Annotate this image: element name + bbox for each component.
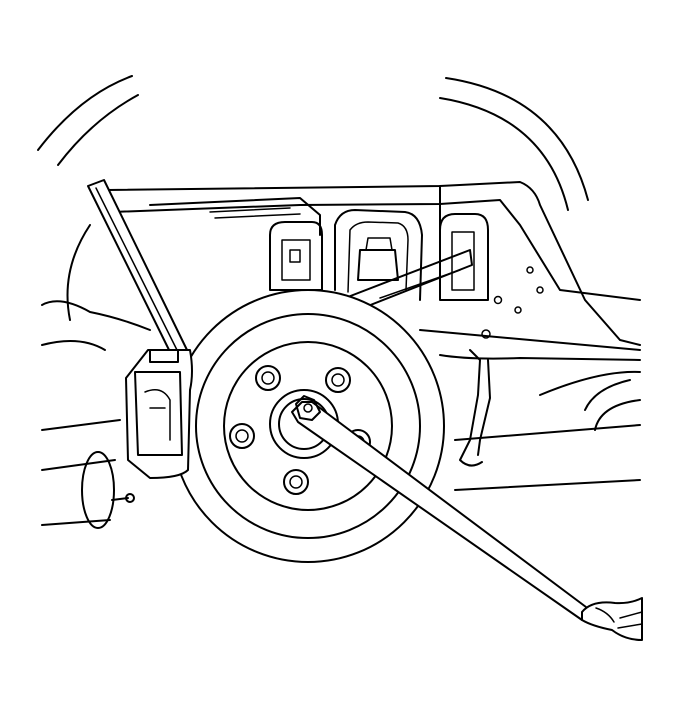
lug-stud [283, 469, 309, 495]
wheel-well-arch [37, 75, 589, 211]
hand [581, 597, 643, 641]
brake-hose-fitting [81, 451, 135, 529]
pry-bar [87, 179, 189, 361]
lug-stud [325, 367, 351, 393]
brake-caliper [125, 349, 193, 479]
lug-stud [229, 423, 255, 449]
tie-rod [459, 349, 491, 467]
strut-assembly [269, 209, 489, 316]
lug-stud [255, 365, 281, 391]
